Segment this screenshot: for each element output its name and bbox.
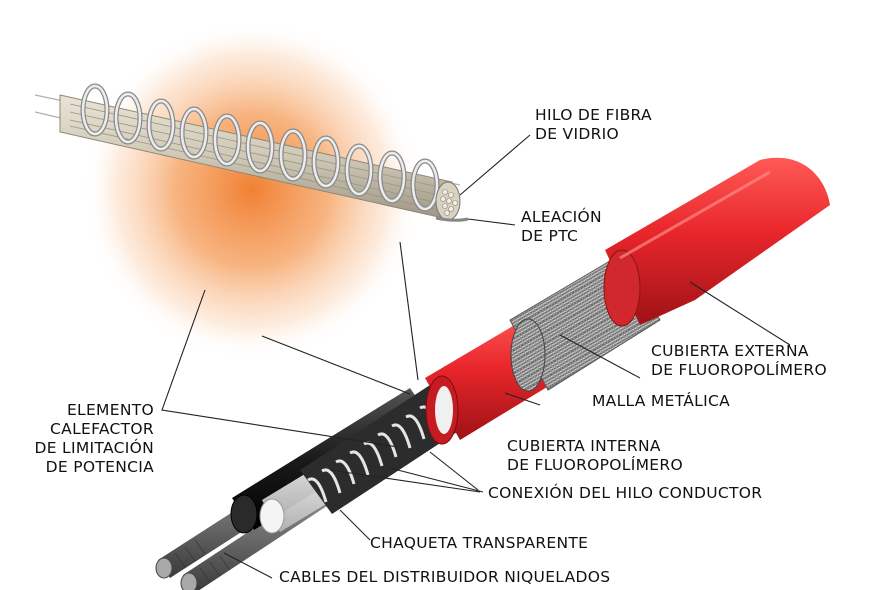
label-metal-braid: MALLA METÁLICA — [592, 392, 730, 411]
label-ptc-alloy-line1: ALEACIÓN — [521, 208, 602, 226]
leader-lines — [161, 134, 791, 579]
label-bus-wires: CABLES DEL DISTRIBUIDOR NIQUELADOS — [279, 568, 610, 587]
label-bus-wires-text: CABLES DEL DISTRIBUIDOR NIQUELADOS — [279, 568, 611, 586]
label-transparent-jacket-text: CHAQUETA TRANSPARENTE — [370, 534, 589, 552]
label-inner-jacket-line1: CUBIERTA INTERNA — [507, 437, 661, 455]
label-conductor-connection: CONEXIÓN DEL HILO CONDUCTOR — [488, 484, 762, 503]
label-heating-element-line2: CALEFACTOR — [50, 420, 154, 438]
label-heating-element: ELEMENTO CALEFACTOR DE LIMITACIÓN DE POT… — [35, 401, 155, 477]
label-glass-fiber-line1: HILO DE FIBRA — [535, 106, 652, 124]
cable-body — [155, 157, 830, 590]
label-transparent-jacket: CHAQUETA TRANSPARENTE — [370, 534, 588, 553]
label-inner-jacket: CUBIERTA INTERNA DE FLUOROPOLÍMERO — [507, 437, 683, 475]
label-glass-fiber: HILO DE FIBRA DE VIDRIO — [535, 106, 652, 144]
label-outer-jacket-line1: CUBIERTA EXTERNA — [651, 342, 809, 360]
label-heating-element-line4: DE POTENCIA — [45, 458, 154, 476]
label-outer-jacket: CUBIERTA EXTERNA DE FLUOROPOLÍMERO — [651, 342, 827, 380]
label-outer-jacket-line2: DE FLUOROPOLÍMERO — [651, 361, 827, 379]
label-metal-braid-text: MALLA METÁLICA — [592, 392, 731, 410]
label-conductor-connection-text: CONEXIÓN DEL HILO CONDUCTOR — [488, 484, 763, 502]
label-ptc-alloy: ALEACIÓN DE PTC — [521, 208, 602, 246]
label-glass-fiber-line2: DE VIDRIO — [535, 125, 620, 143]
label-ptc-alloy-line2: DE PTC — [521, 227, 579, 245]
label-heating-element-line3: DE LIMITACIÓN — [34, 439, 154, 457]
heating-element-detail — [34, 83, 469, 222]
label-heating-element-line1: ELEMENTO — [66, 401, 154, 419]
label-inner-jacket-line2: DE FLUOROPOLÍMERO — [507, 456, 683, 474]
